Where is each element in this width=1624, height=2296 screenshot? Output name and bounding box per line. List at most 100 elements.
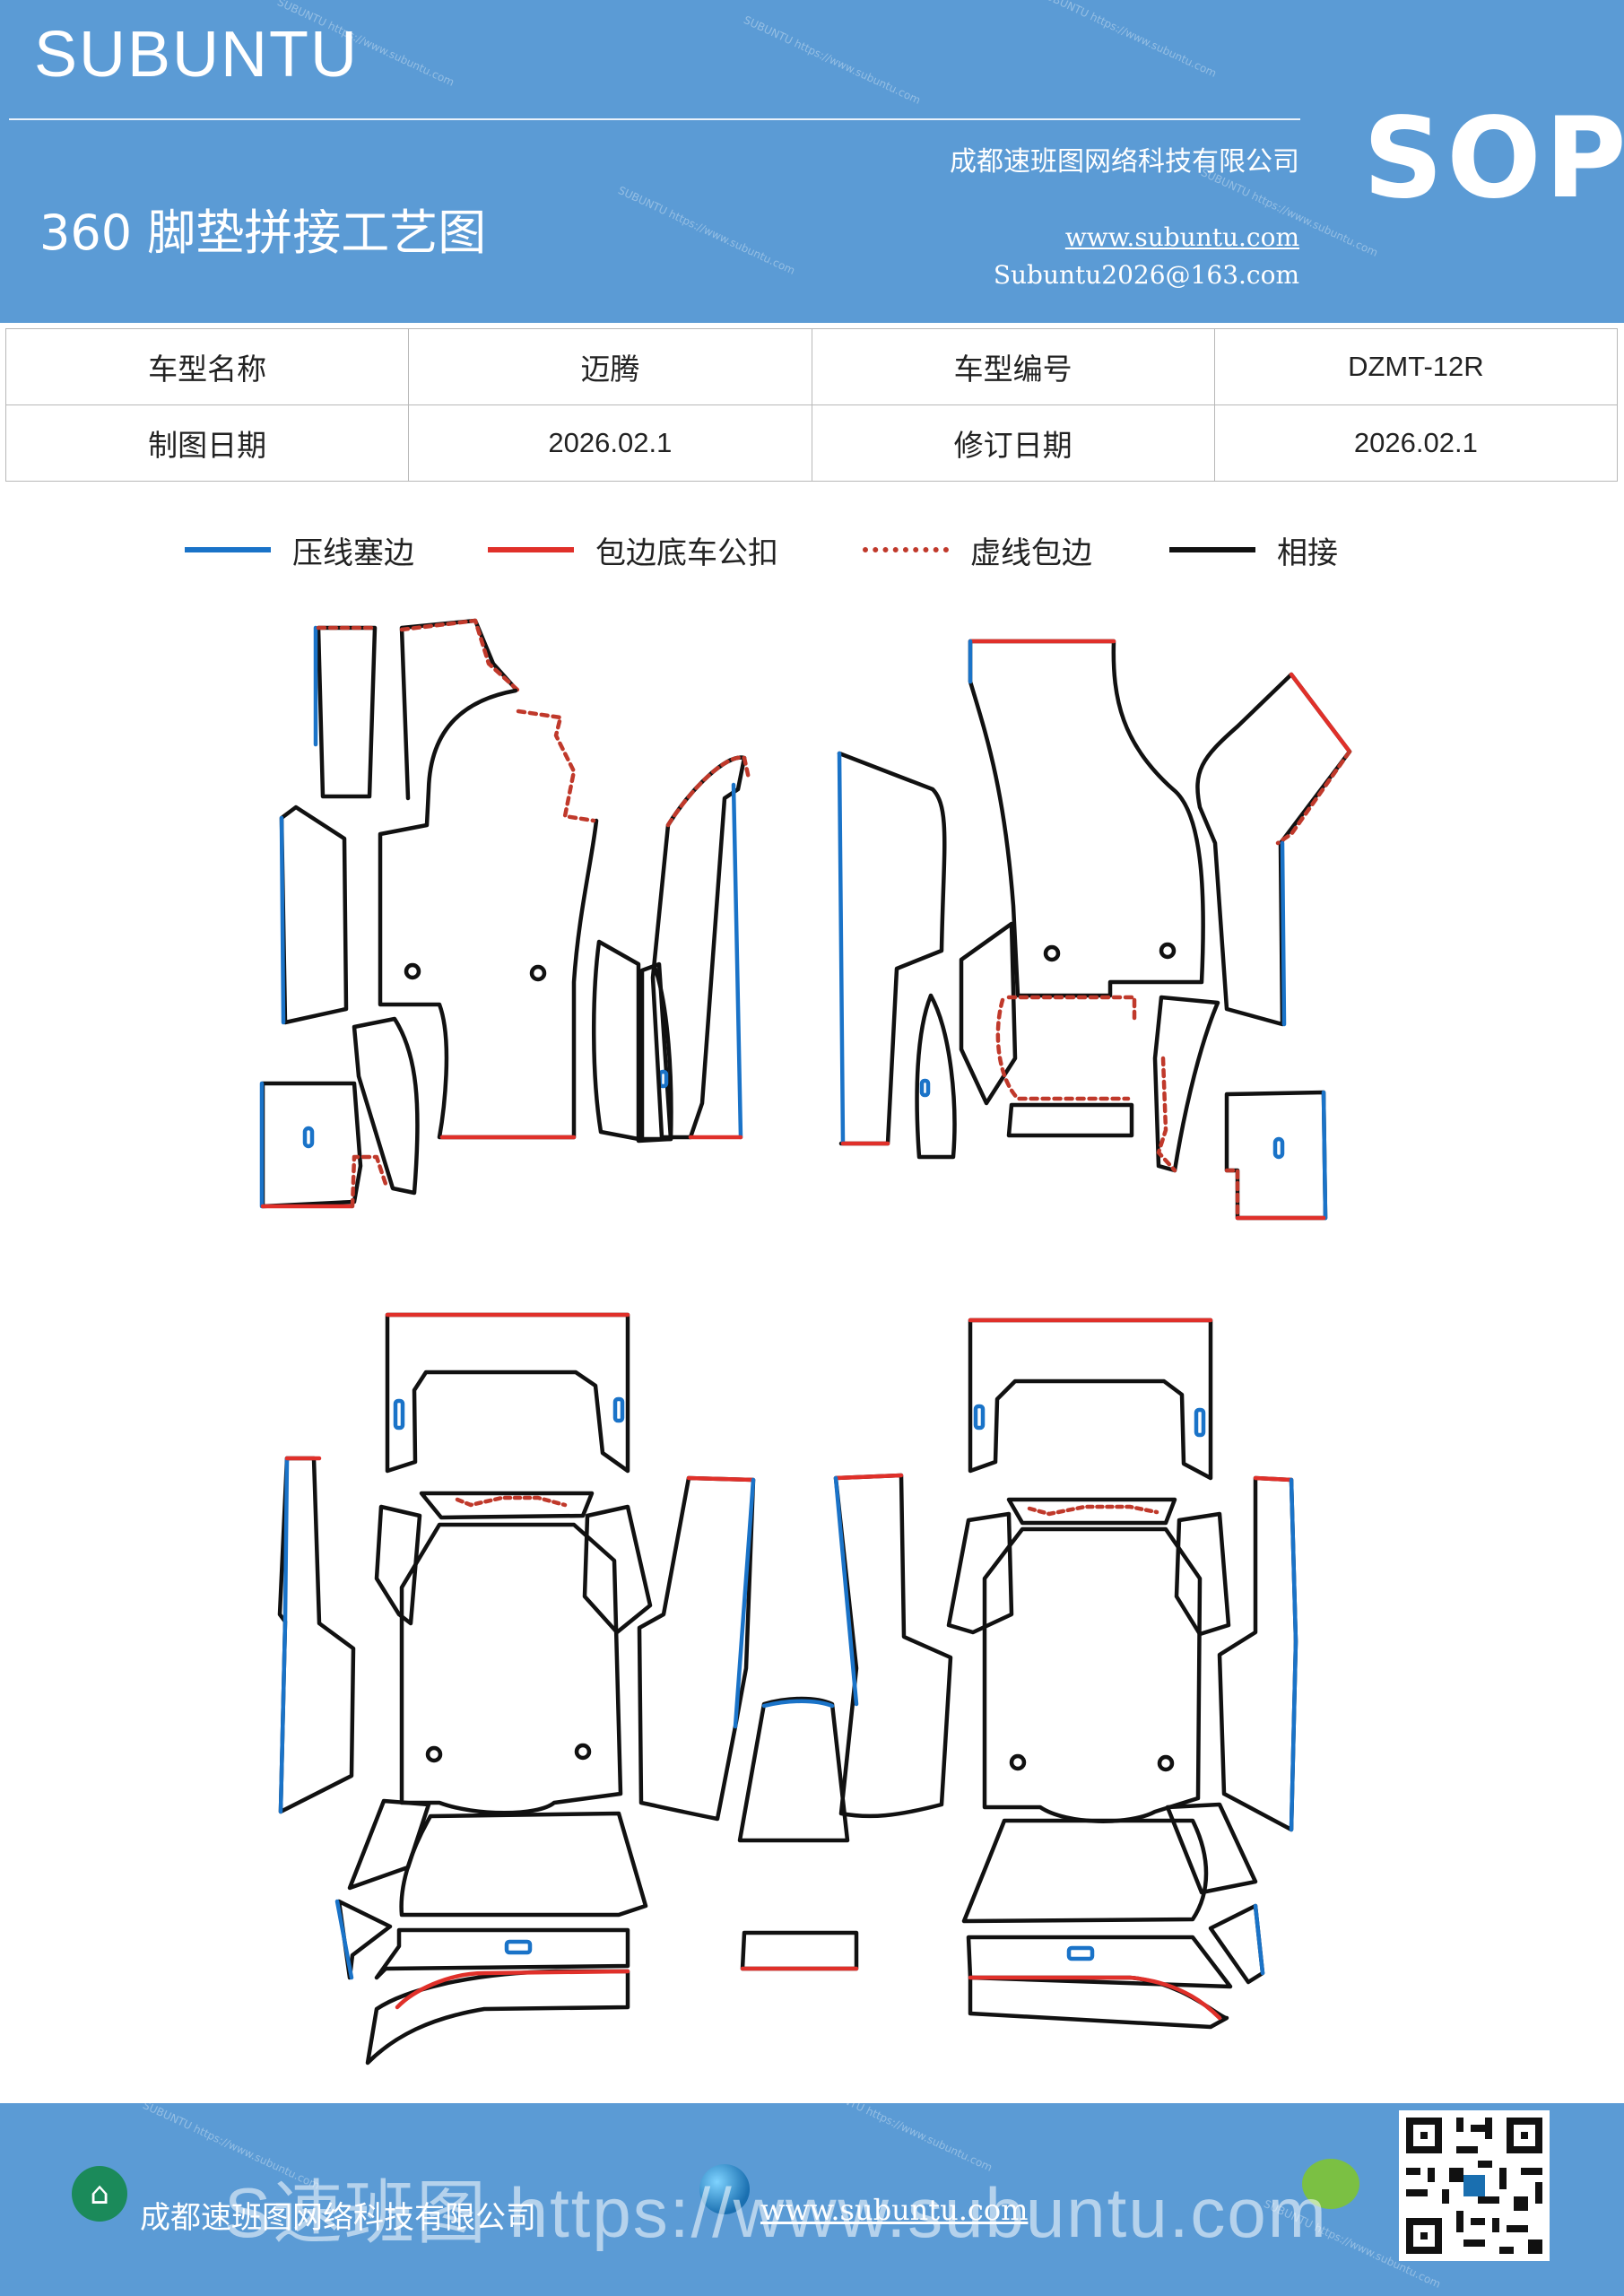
mat-piece [1006,1102,1134,1138]
mat-edge-blue [833,1475,859,1707]
footer-website-link[interactable]: www.subuntu.com [760,2193,1029,2227]
clip-slot [1066,1945,1095,1961]
mat-piece [915,993,957,1160]
mat-piece [968,639,1205,998]
header-banner: SUBUNTU https://www.subuntu.com SUBUNTU … [0,0,1624,323]
mat-piece [1006,1497,1177,1526]
mat-edge-blue [733,1477,756,1729]
front-left-mat-group [259,618,751,1209]
mat-edge-blue [1289,1477,1298,1832]
mat-edge-red [968,1975,1222,2021]
watermark: SUBUNTU https://www.subuntu.com [616,184,797,277]
mat-hole [425,1745,443,1763]
mat-edge-dotted [350,1154,388,1209]
mat-edge-dotted [1156,1056,1177,1173]
table-row: 车型名称 迈腾 车型编号 DZMT-12R [4,328,1619,405]
mat-hole [1159,942,1177,960]
legend-swatch-black [1169,547,1255,552]
legend-item-red: 包边底车公扣 [488,527,778,572]
mat-hole [529,964,547,982]
mat-edge-red [686,1475,756,1483]
mat-piece [352,1016,420,1196]
qr-code[interactable] [1399,2110,1550,2261]
clip-slot [657,1069,669,1089]
mat-piece [982,1526,1203,1823]
company-name: 成都速班图网络科技有限公司 [950,146,1299,178]
clip-slot [393,1398,405,1431]
email-address: Subuntu2026@163.com [993,260,1299,290]
mat-edge-dotted [516,709,596,823]
mat-piece [374,1927,630,1980]
mat-piece [374,1504,422,1626]
mat-piece [833,1473,953,1819]
clip-slot [1272,1136,1285,1160]
mat-edge-dotted [399,618,521,693]
mat-piece [1217,1475,1298,1832]
draw-date-label: 制图日期 [4,404,410,482]
floor-mat-diagram [259,618,1352,2066]
watermark: SUBUNTU https://www.subuntu.com [742,13,923,107]
mat-piece [399,1811,648,1918]
mat-piece [399,618,518,801]
legend-item-black: 相接 [1169,527,1338,572]
legend-swatch-blue [185,547,271,552]
mat-edge-dotted [1027,1504,1159,1517]
legend-swatch-red [488,547,574,552]
center-mat-group [737,1696,859,1971]
legend-label: 压线塞边 [292,535,414,571]
mat-piece [419,1491,595,1520]
mat-piece [399,1522,623,1815]
brand-name: SUBUNTU [34,19,360,91]
mat-hole [1157,1754,1175,1772]
clip-slot [302,1126,315,1149]
header-divider [9,118,1300,120]
model-name-label: 车型名称 [4,328,410,405]
legend-label: 相接 [1277,535,1338,571]
mat-edge-dotted [455,1495,568,1508]
mat-piece [1195,672,1352,1027]
mat-edge-blue [278,1456,290,1814]
mat-edge-red [833,1473,904,1481]
mat-piece [961,1818,1209,1924]
draw-date-value: 2026.02.1 [408,404,812,482]
clip-slot [1194,1407,1206,1438]
rear-left-mat-group [277,1312,756,2066]
website-link[interactable]: www.subuntu.com [1064,222,1299,252]
revision-date-label: 修订日期 [811,404,1215,482]
revision-date-value: 2026.02.1 [1213,404,1619,482]
footer-ghost-text: S速班图 https://www.subuntu.com [224,2173,1328,2252]
legend-label: 虚线包边 [970,535,1092,571]
mat-piece [837,751,947,1146]
mat-edge-blue [1253,1903,1265,1976]
mat-piece [959,921,1018,1106]
clip-slot [504,1939,533,1955]
footer-company-name: 成都速班图网络科技有限公司 [140,2200,536,2236]
house-icon: ⌂ [72,2166,127,2222]
model-code-label: 车型编号 [811,328,1215,405]
mat-edge-blue [279,815,286,1025]
rear-right-mat-group [833,1318,1298,2030]
clip-slot [612,1396,625,1423]
mat-edge-dotted [1224,1168,1240,1221]
mat-hole [574,1743,592,1761]
mat-piece [385,1312,630,1474]
legend-item-dotted: 虚线包边 [863,527,1092,572]
mat-piece [1174,1511,1231,1637]
clip-slot [919,1078,931,1098]
mat-edge-dotted [995,995,1137,1101]
model-code-value: DZMT-12R [1213,328,1619,405]
mat-edge-red [1253,1475,1294,1483]
mat-edge-dotted [665,755,751,828]
mat-piece [316,625,378,799]
mat-piece [1165,1802,1258,1895]
mat-piece [277,1456,356,1814]
globe-icon [699,2164,750,2214]
mat-piece [637,1475,756,1822]
mat-piece [365,1969,630,2066]
table-row: 制图日期 2026.02.1 修订日期 2026.02.1 [4,404,1619,482]
mat-edge-blue [334,1899,354,1980]
mat-edge-blue [1280,840,1287,1027]
mat-edge-red [1289,672,1352,754]
mat-edge-red [395,1969,630,2010]
page-title: 360 脚垫拼接工艺图 [39,204,487,261]
